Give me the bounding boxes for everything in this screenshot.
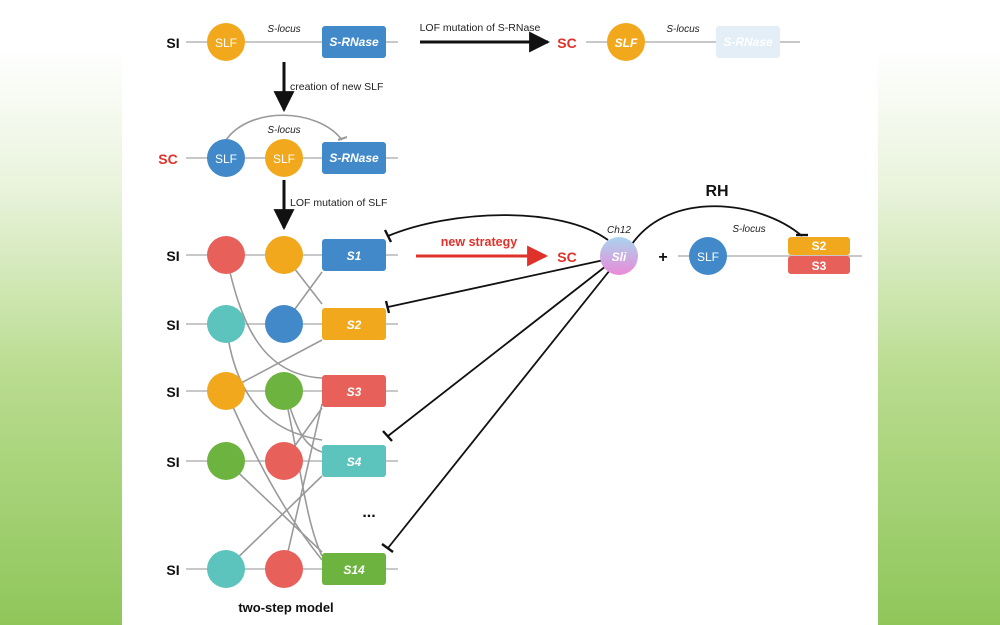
sli-inhibition-lines [381,205,808,553]
s-locus-label: S-locus [267,24,300,35]
s-rnase-label: S-RNase [329,35,379,49]
s-rnase-label: S4 [347,455,362,469]
slf-srnase-interactions [225,254,323,570]
s-rnase-box-s14 [322,553,386,585]
s2-label: S2 [812,239,827,253]
s-locus-label: S-locus [267,125,300,136]
s-locus-label: S-locus [732,224,765,235]
sli-label: Sli [612,250,627,264]
si-label: SI [166,454,179,470]
slf-circle [265,550,303,588]
s-rnase-box [322,26,386,58]
slf-circle [265,139,303,177]
top-si-row: SI SLF S-locus S-RNase [166,23,398,61]
s-rnase-box-s2 [322,308,386,340]
slf-circle [207,442,245,480]
si-label: SI [166,35,179,51]
slf-circle [207,139,245,177]
sc-label: SC [158,151,177,167]
si-label: SI [166,384,179,400]
ch12-label: Ch12 [607,225,631,236]
sli-circle [600,237,638,275]
lof-slf-label: LOF mutation of SLF [290,197,387,209]
slf-circle [607,23,645,61]
s-rnase-box-s1 [322,239,386,271]
slf-label: SLF [697,250,719,264]
si-label: SI [166,317,179,333]
s-rnase-label: S-RNase [329,151,379,165]
inhibition-bar [337,136,348,141]
new-strategy-label: new strategy [441,235,517,249]
s-rnase-box-s4 [322,445,386,477]
slf-circle [207,305,245,343]
sc-two-slf-row: SC SLF SLF S-locus S-RNase [158,114,398,177]
s-rnase-label: S2 [347,318,362,332]
lof-srnase-label: LOF mutation of S-RNase [420,22,541,34]
s-rnase-box-s3 [322,375,386,407]
slf-circle [265,236,303,274]
slf-label: SLF [615,36,638,50]
slf-circle [265,372,303,410]
top-sc-row: SC SLF S-locus S-RNase [557,23,800,61]
si-label: SI [166,248,179,264]
s-rnase-label: S-RNase [723,35,773,49]
s3-label: S3 [812,259,827,273]
slf-circle [265,442,303,480]
slf-circle [207,236,245,274]
rh-label: RH [705,183,728,200]
s-rnase-label: S14 [343,563,365,577]
s-locus-label: S-locus [666,24,699,35]
two-step-model-caption: two-step model [238,600,333,615]
slf-label: SLF [215,36,237,50]
s3-rnase-box [788,256,850,274]
slf-circle [207,550,245,588]
inhibition-arc [225,114,343,141]
slf-label: SLF [215,152,237,166]
faded-s-rnase-box [716,26,780,58]
slf-circle [265,305,303,343]
s-rnase-box [322,142,386,174]
plus-sign: + [658,249,667,266]
sc-label: SC [557,35,576,51]
diagram-canvas: SI SLF S-locus S-RNase LOF mutation of S… [122,0,878,625]
slf-label: SLF [273,152,295,166]
slf-circle [207,372,245,410]
s2-rnase-box [788,237,850,255]
creation-slf-label: creation of new SLF [290,81,383,93]
s-rnase-label: S3 [347,385,362,399]
ellipsis: ... [362,504,375,521]
si-label: SI [166,562,179,578]
slf-circle [207,23,245,61]
slf-circle [689,237,727,275]
two-step-model-rows: SI S1 SI S2 SI S3 SI S4 ... SI S14 two-s… [166,236,398,615]
s-rnase-label: S1 [347,249,362,263]
sc-label: SC [557,249,576,265]
sli-diagram: SI SLF S-locus S-RNase LOF mutation of S… [158,22,862,615]
